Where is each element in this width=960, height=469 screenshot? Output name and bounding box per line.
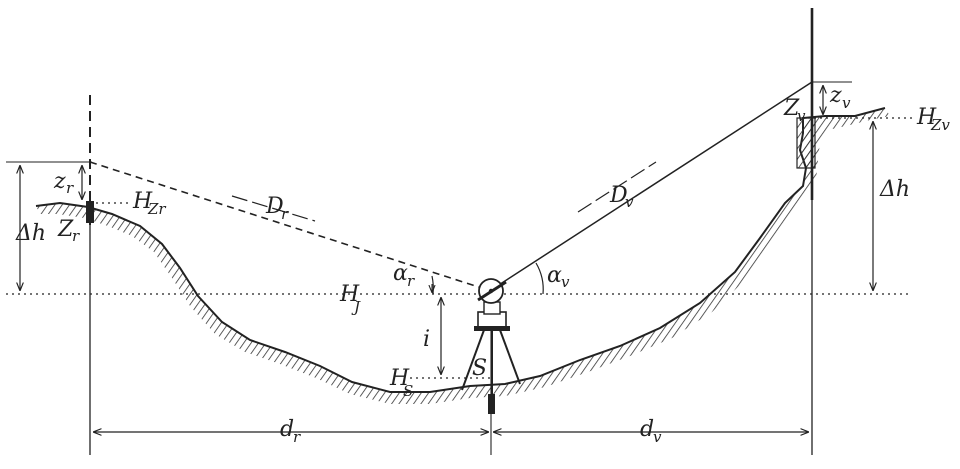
label-HJ: H (339, 282, 360, 307)
sight-lines (89, 81, 813, 291)
label-Zv: Z (783, 96, 800, 121)
label-zv-sub: v (842, 94, 851, 112)
label-alpha-v-sub: v (561, 273, 570, 291)
label-HS: H (389, 366, 410, 391)
rock-outcrop (796, 117, 816, 169)
theodolite (461, 278, 521, 414)
reference-lines (6, 81, 912, 379)
verticals (86, 8, 814, 455)
label-Dr-sub: r (281, 205, 289, 223)
foresight-line (490, 81, 813, 291)
instrument-center (488, 288, 494, 294)
label-HZr-sub: Zr (147, 200, 166, 218)
label-HS-sub: S (403, 382, 413, 400)
ground-band (36, 108, 890, 404)
label-zv: z (829, 83, 842, 108)
label-dv: d (640, 417, 654, 442)
label-HZv: H (916, 105, 937, 130)
label-zr-sub: r (66, 179, 74, 197)
label-HJ-sub: J (351, 298, 361, 316)
label-Zr-sub: r (72, 227, 80, 245)
label-HZr: H (132, 189, 153, 214)
labels: Δh z r Z r H Zr D r α r H J i S H S d r … (15, 83, 950, 446)
label-Dr: D (265, 194, 284, 219)
label-alpha-r: α (393, 261, 408, 286)
label-dh-right: Δh (879, 177, 910, 202)
dv-underline (577, 161, 657, 213)
left-rod-base (86, 201, 94, 223)
label-Zr: Z (57, 217, 74, 242)
label-HZv-sub: Zv (930, 116, 950, 134)
label-Dv: D (609, 183, 628, 208)
alpha-r-arc (431, 275, 434, 295)
label-dr-sub: r (293, 428, 301, 446)
label-i: i (423, 327, 430, 352)
label-alpha-v: α (547, 263, 562, 288)
tripod-plate (474, 326, 510, 331)
label-dv-sub: v (653, 428, 662, 446)
dr-underline (231, 195, 316, 222)
tripod-leg-right (499, 329, 521, 385)
alpha-v-arc (535, 262, 544, 295)
label-dr: d (280, 417, 294, 442)
label-zr: z (53, 169, 66, 194)
angle-arcs (431, 262, 544, 295)
label-Zv-sub: v (797, 107, 806, 125)
dimension-arrows (20, 86, 873, 432)
terrain (35, 107, 890, 404)
tripod-leg-left (461, 329, 485, 391)
label-alpha-r-sub: r (407, 272, 415, 290)
label-dh-left: Δh (15, 221, 46, 246)
label-Dv-sub: v (625, 193, 634, 211)
backsight-line (89, 161, 489, 291)
station-peg (488, 394, 495, 414)
label-S: S (472, 356, 487, 381)
